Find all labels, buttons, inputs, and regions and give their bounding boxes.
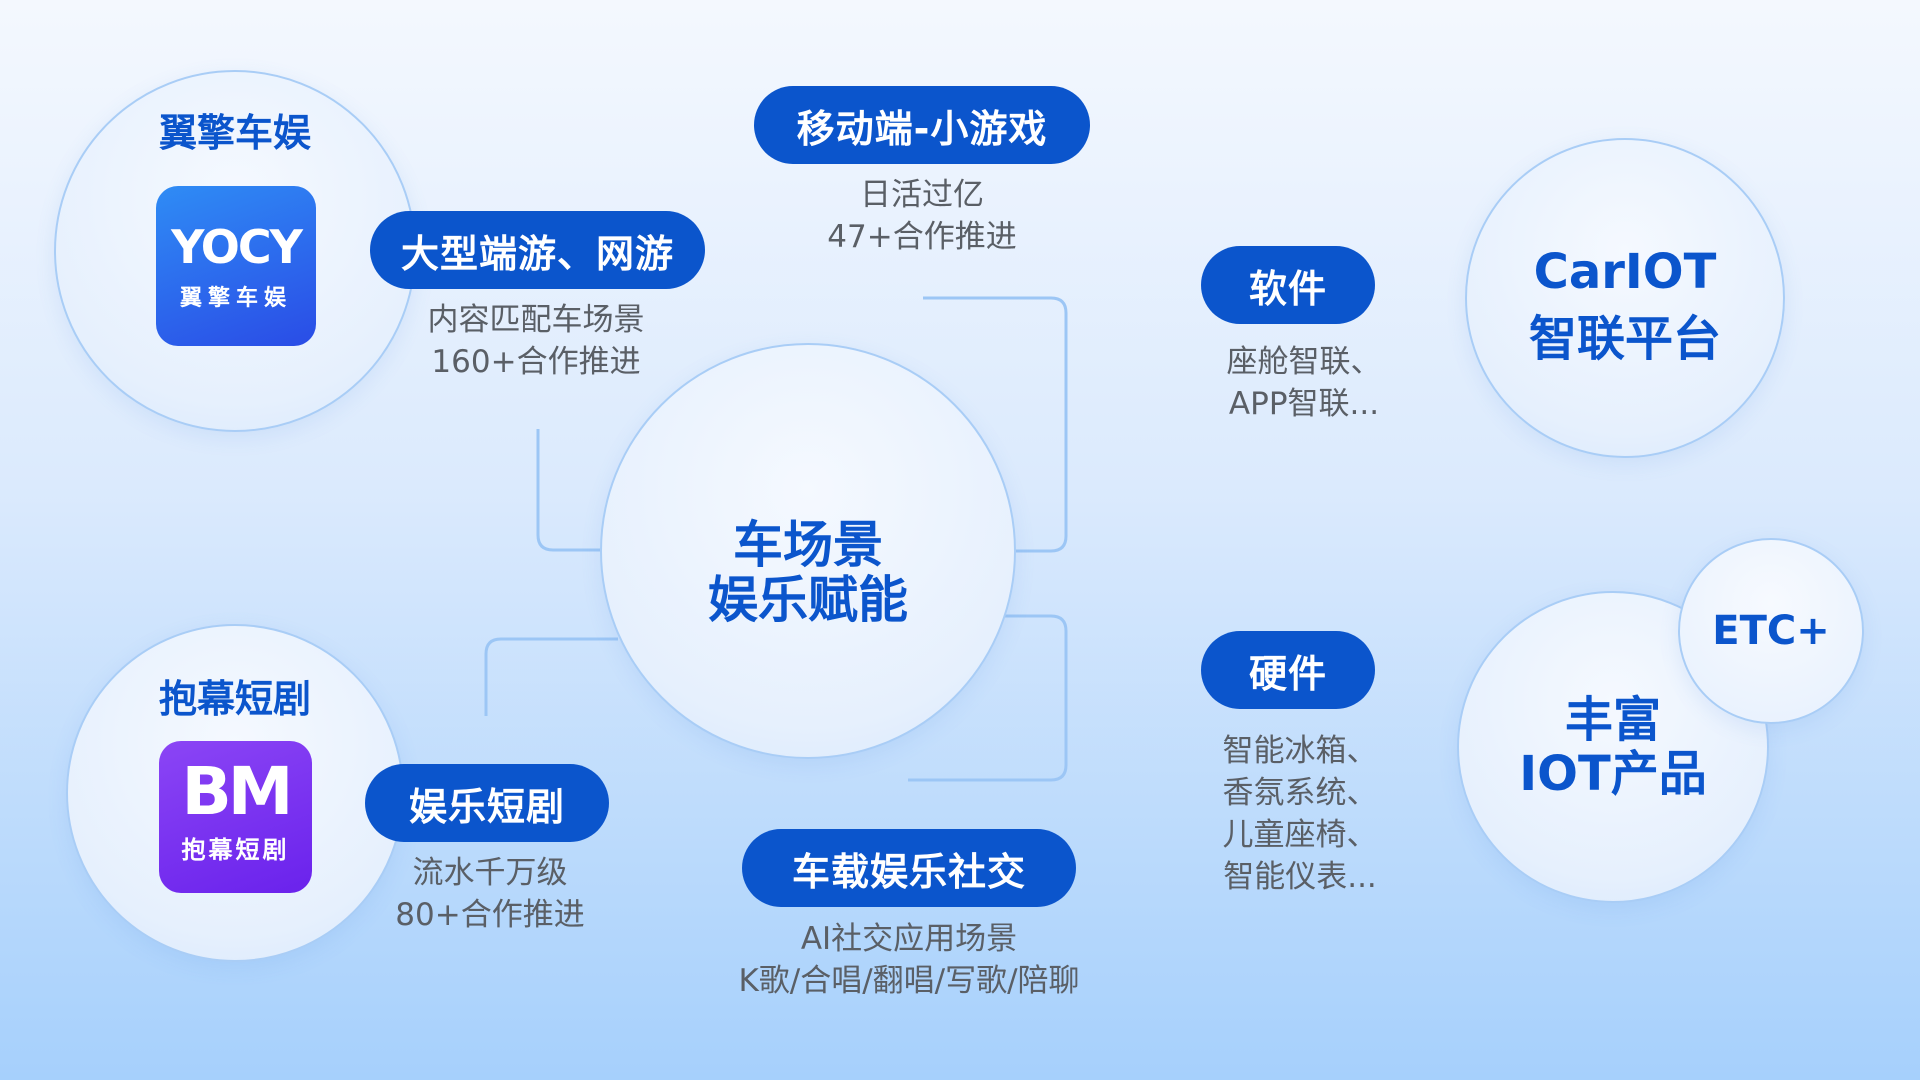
connector-bottom-right — [908, 614, 1068, 782]
pill-car-social: 车载娱乐社交 — [742, 829, 1076, 907]
desc-line: 智能仪表... — [1223, 859, 1377, 895]
baomu-logo-text: BM — [181, 753, 294, 830]
desc-line: 内容匹配车场景 — [427, 302, 645, 338]
pill-software: 软件 — [1201, 246, 1375, 324]
desc-line: APP智联... — [1228, 386, 1380, 422]
etc-label: ETC+ — [1712, 608, 1830, 654]
center-title-2: 娱乐赋能 — [708, 571, 908, 629]
iot-line1: 丰富 — [1564, 692, 1661, 748]
pill-pc-games: 大型端游、网游 — [370, 211, 705, 289]
etc-circle — [1678, 538, 1864, 724]
connector-bottom-left — [484, 637, 618, 716]
pill-short-drama: 娱乐短剧 — [365, 764, 609, 842]
desc-line: AI社交应用场景 — [800, 921, 1018, 957]
desc-line: 80+合作推进 — [395, 897, 585, 933]
pc-games-desc: 内容匹配车场景 160+合作推进 — [386, 299, 686, 383]
car-social-desc: AI社交应用场景 K歌/合唱/翻唱/写歌/陪聊 — [709, 918, 1109, 1002]
yocy-title: 翼擎车娱 — [158, 111, 311, 155]
pill-mobile-games: 移动端-小游戏 — [754, 86, 1090, 164]
baomu-title: 抱幕短剧 — [158, 677, 311, 721]
baomu-logo-sub: 抱幕短剧 — [181, 836, 290, 864]
yocy-logo-text: YOCY — [171, 220, 303, 274]
desc-line: 日活过亿 — [860, 177, 984, 213]
mobile-games-desc: 日活过亿 47+合作推进 — [772, 174, 1072, 258]
hardware-desc: 智能冰箱、香氛系统、儿童座椅、智能仪表... — [1200, 730, 1400, 898]
cariot-line1: CarIOT — [1533, 244, 1717, 300]
connector-top-right — [923, 296, 1068, 553]
yocy-logo-sub: 翼擎车娱 — [179, 286, 292, 311]
desc-line: 儿童座椅、 — [1222, 817, 1378, 853]
short-drama-desc: 流水千万级 80+合作推进 — [340, 852, 640, 936]
desc-line: K歌/合唱/翻唱/写歌/陪聊 — [738, 963, 1080, 999]
desc-line: 香氛系统、 — [1222, 775, 1378, 811]
desc-line: 座舱智联、 — [1226, 344, 1382, 380]
baomu-logo: BM 抱幕短剧 — [159, 741, 312, 893]
pill-hardware: 硬件 — [1201, 631, 1375, 709]
desc-line: 160+合作推进 — [431, 344, 641, 380]
yocy-logo: YOCY 翼擎车娱 — [156, 186, 316, 346]
desc-line: 流水千万级 — [412, 855, 568, 891]
software-desc: 座舱智联、 APP智联... — [1204, 341, 1404, 425]
cariot-circle — [1465, 138, 1785, 458]
connector-top-left — [536, 429, 600, 552]
desc-line: 47+合作推进 — [827, 219, 1017, 255]
cariot-line2: 智联平台 — [1528, 311, 1721, 367]
desc-line: 智能冰箱、 — [1222, 733, 1378, 769]
center-title-1: 车场景 — [733, 516, 883, 574]
iot-line2: IOT产品 — [1519, 746, 1707, 802]
center-circle — [600, 343, 1016, 759]
